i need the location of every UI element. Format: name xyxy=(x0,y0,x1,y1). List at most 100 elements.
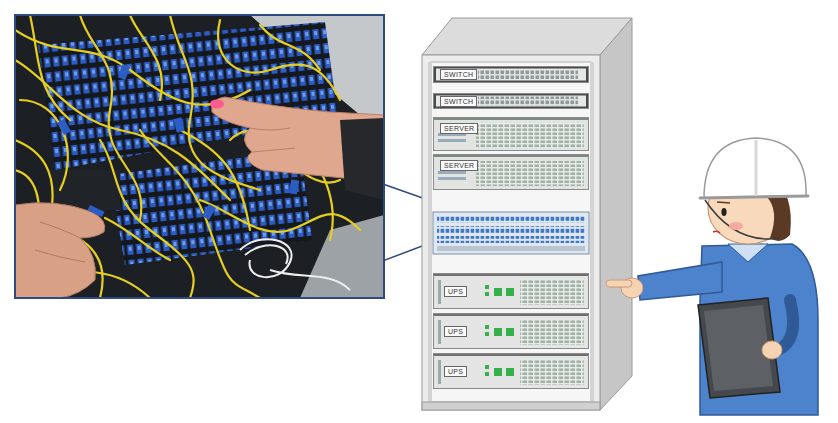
unit-label: SERVER xyxy=(440,160,478,171)
server-rack xyxy=(433,313,589,349)
server-rack xyxy=(590,62,594,402)
rack-unit: UPS xyxy=(433,273,589,309)
server-rack xyxy=(485,285,489,289)
fiber-photo xyxy=(250,128,295,152)
unit-label: UPS xyxy=(444,326,467,337)
server-rack xyxy=(428,62,432,402)
rack-unit: UPS xyxy=(433,353,589,389)
fiber-photo xyxy=(15,203,105,298)
fiber-photo xyxy=(340,118,384,200)
fiber-photo xyxy=(15,30,250,105)
server-rack xyxy=(485,325,489,329)
fiber-photo xyxy=(15,15,384,298)
photo-frame xyxy=(15,15,384,298)
fiber-photo xyxy=(180,130,250,230)
server-rack xyxy=(433,273,589,309)
server-rack xyxy=(494,328,502,336)
server-rack xyxy=(438,320,441,344)
server-rack xyxy=(438,139,466,142)
server-rack xyxy=(437,216,585,223)
worker-figure xyxy=(705,200,780,239)
fiber-photo xyxy=(289,179,299,194)
fiber-photo xyxy=(15,60,230,200)
server-rack xyxy=(433,353,589,389)
rack-unit: SWITCH xyxy=(433,93,589,109)
server-rack xyxy=(506,368,514,376)
worker-figure xyxy=(638,262,722,300)
server-rack xyxy=(422,18,632,55)
worker-figure xyxy=(606,280,632,287)
worker-figure xyxy=(700,196,808,198)
fiber-photo xyxy=(57,119,71,135)
server-rack xyxy=(600,18,632,410)
server-rack xyxy=(485,292,489,296)
server-rack xyxy=(433,117,589,151)
server-rack xyxy=(485,372,489,376)
fiber-photo xyxy=(300,215,384,298)
server-rack xyxy=(433,273,589,309)
unit-label: UPS xyxy=(444,286,467,297)
fiber-photo xyxy=(38,22,338,170)
server-rack xyxy=(422,18,632,410)
rack-unit: SERVER xyxy=(433,154,589,190)
server-rack xyxy=(436,96,586,107)
server-rack xyxy=(438,360,441,384)
unit-label: SERVER xyxy=(440,123,478,134)
server-rack xyxy=(433,353,589,389)
server-rack xyxy=(520,359,584,385)
fiber-photo xyxy=(35,222,85,262)
fiber-photo xyxy=(173,117,184,133)
server-rack xyxy=(478,97,578,106)
fiber-photo xyxy=(100,140,194,298)
server-rack xyxy=(433,66,589,83)
server-rack xyxy=(433,212,589,254)
server-rack xyxy=(437,236,585,243)
fiber-photo xyxy=(30,15,70,120)
fiber-photo xyxy=(218,20,340,100)
server-rack xyxy=(438,177,466,180)
worker-figure xyxy=(755,140,758,196)
server-rack xyxy=(433,313,589,349)
fiber-photo xyxy=(200,200,360,232)
server-rack xyxy=(520,319,584,345)
fiber-photo xyxy=(260,25,320,70)
rack-unit: UPS xyxy=(433,313,589,349)
fiber-photo xyxy=(202,204,216,220)
server-rack xyxy=(438,280,441,304)
fiber-photo xyxy=(130,15,162,100)
server-rack xyxy=(438,171,466,174)
worker-figure xyxy=(717,202,730,203)
fiber-photo xyxy=(140,130,260,298)
server-rack xyxy=(478,70,578,79)
fiber-photo xyxy=(15,15,384,298)
server-rack xyxy=(485,365,489,369)
rack-unit: SWITCH xyxy=(433,66,589,83)
worker-figure xyxy=(762,341,782,359)
server-rack xyxy=(494,368,502,376)
fiber-photo xyxy=(105,218,170,260)
fiber-photo xyxy=(240,239,292,277)
server-rack xyxy=(422,55,600,410)
worker-figure xyxy=(729,222,743,230)
worker-figure xyxy=(721,208,726,216)
fiber-photo xyxy=(270,270,350,290)
rack-unit: SERVER xyxy=(433,117,589,151)
fiber-photo xyxy=(80,15,141,220)
fiber-photo xyxy=(240,239,350,290)
server-rack xyxy=(520,279,584,305)
worker-figure xyxy=(713,231,720,233)
server-rack xyxy=(437,246,585,251)
fiber-photo xyxy=(210,100,224,109)
server-rack xyxy=(506,288,514,296)
server-rack xyxy=(476,161,584,186)
server-rack xyxy=(433,154,589,190)
unit-label: UPS xyxy=(444,366,467,377)
worker-figure xyxy=(704,138,806,198)
server-rack xyxy=(436,69,586,81)
server-rack xyxy=(422,402,600,410)
unit-label: SWITCH xyxy=(440,96,477,107)
worker-figure xyxy=(606,138,818,415)
